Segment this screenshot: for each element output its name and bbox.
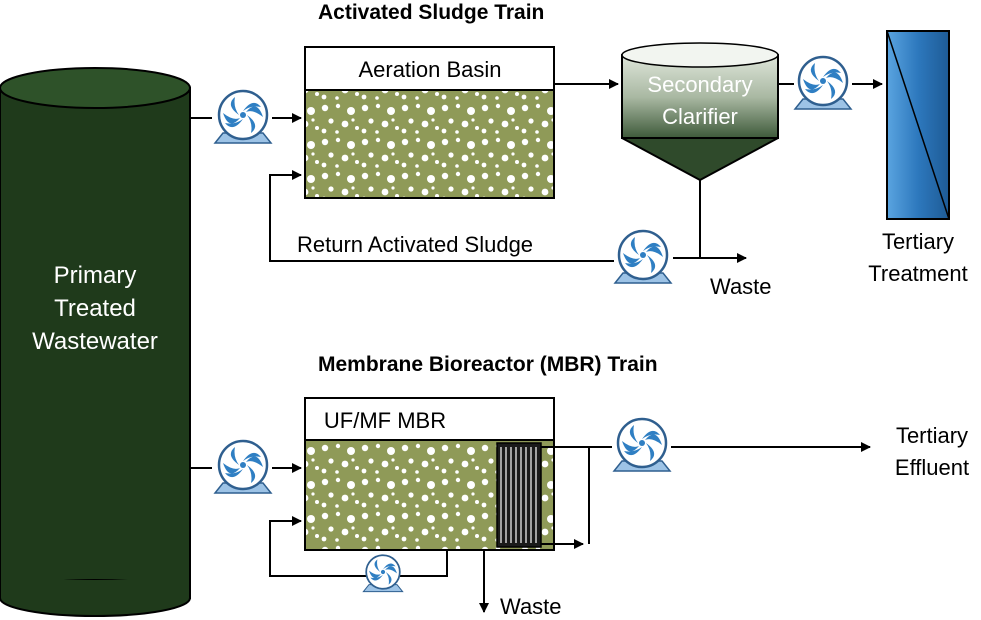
mbr-recirculation-flow [269, 516, 448, 577]
effluent-pump-as-icon [793, 55, 853, 111]
aeration-basin: Aeration Basin [304, 46, 555, 199]
mbr-label: UF/MF MBR [324, 408, 446, 433]
tertiary-treatment-line2: Treatment [868, 261, 967, 286]
aeration-basin-label: Aeration Basin [358, 57, 501, 82]
clarifier-label-line2: Clarifier [662, 104, 738, 129]
tertiary-effluent-line2: Effluent [895, 455, 969, 480]
recirculation-pump-icon [362, 554, 404, 593]
tertiary-treatment-unit [886, 30, 950, 220]
tank-label-line2: Treated [54, 295, 136, 322]
tank-label-line3: Wastewater [32, 328, 158, 355]
waste-mbr-label: Waste [500, 594, 562, 619]
waste-as-label: Waste [710, 274, 772, 299]
influent-pump-mbr-icon [213, 439, 273, 495]
ras-pump-icon [613, 229, 673, 285]
membrane-module [496, 442, 542, 548]
tank-label-line1: Primary [54, 262, 137, 289]
uf-mf-mbr-tank: UF/MF MBR [304, 397, 555, 551]
return-activated-sludge-label: Return Activated Sludge [297, 232, 533, 257]
primary-treated-wastewater-tank: Primary Treated Wastewater [0, 67, 191, 617]
clarifier-label-line1: Secondary [647, 72, 752, 97]
tertiary-treatment-line1: Tertiary [882, 229, 954, 254]
return-activated-sludge-flow [269, 170, 614, 262]
activated-sludge-train-heading: Activated Sludge Train [318, 1, 544, 24]
permeate-pump-icon [612, 417, 672, 473]
tertiary-effluent-line1: Tertiary [896, 423, 968, 448]
secondary-clarifier: Secondary Clarifier [621, 42, 779, 182]
mbr-train-heading: Membrane Bioreactor (MBR) Train [318, 353, 658, 376]
influent-pump-as-icon [213, 89, 273, 145]
